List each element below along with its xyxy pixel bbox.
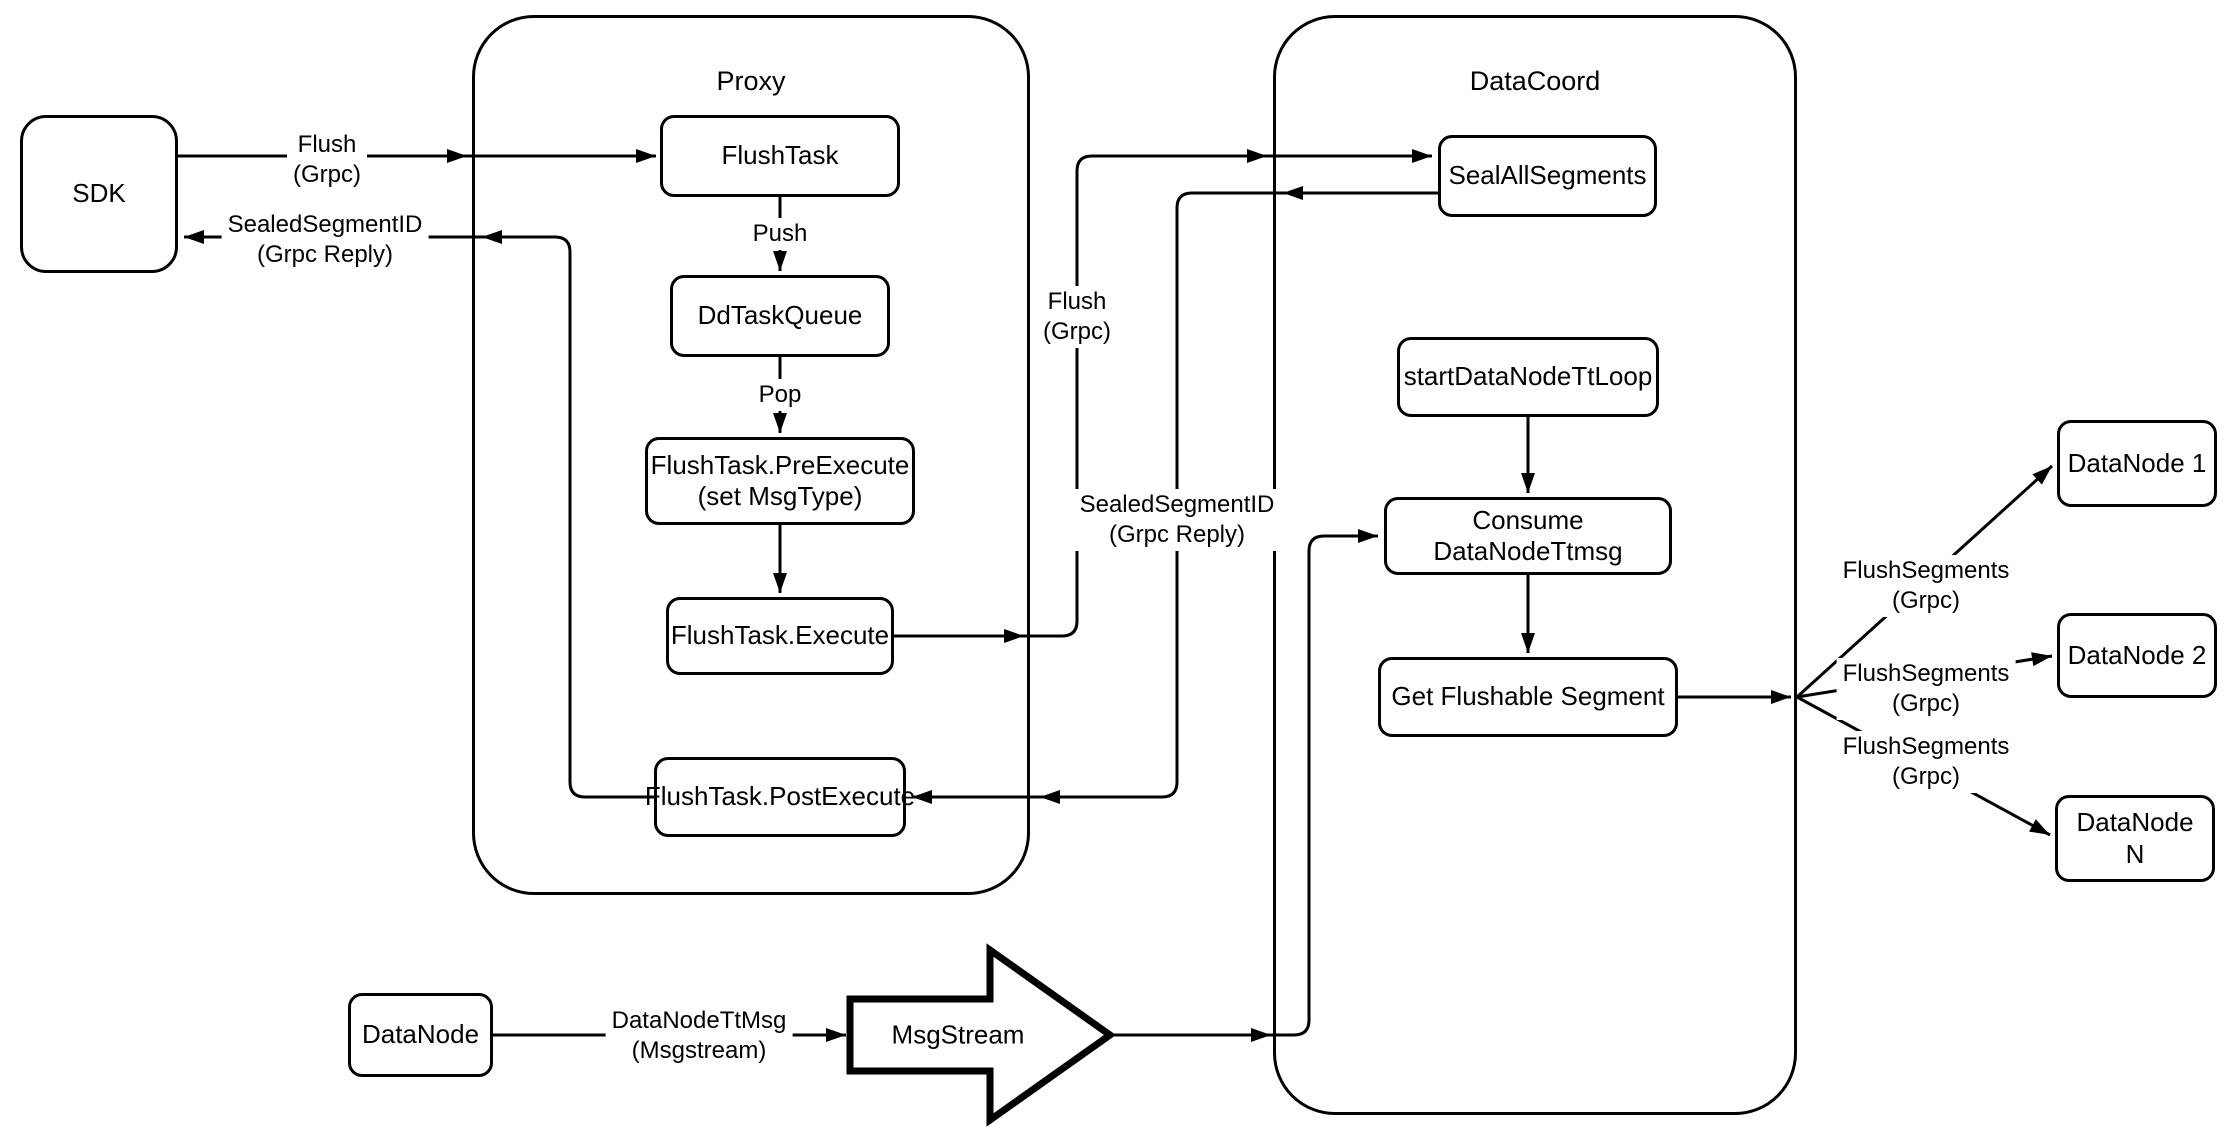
node-flushtask-postexecute: FlushTask.PostExecute	[645, 757, 915, 837]
node-sdk: SDK	[20, 115, 178, 273]
edge-label-push: Push	[746, 218, 814, 250]
node-ddtaskqueue: DdTaskQueue	[670, 275, 890, 357]
node-datanode: DataNode	[348, 993, 493, 1077]
node-consume-datanodettmsg: Consume DataNodeTtmsg	[1384, 497, 1672, 575]
node-datanode-1: DataNode 1	[2057, 420, 2217, 507]
edge-label-flushsegments-1: FlushSegments (Grpc)	[1836, 555, 2016, 617]
node-flushtask-execute: FlushTask.Execute	[666, 597, 894, 675]
node-datanode-2: DataNode 2	[2057, 613, 2217, 698]
edge-label-datanodettmsg: DataNodeTtMsg (Msgstream)	[605, 1005, 793, 1067]
edge-label-flushsegments-3: FlushSegments (Grpc)	[1836, 731, 2016, 793]
node-datanode-n: DataNode N	[2055, 795, 2215, 882]
edge-label-sealedsegmentid-coord: SealedSegmentID (Grpc Reply)	[1073, 489, 1281, 551]
edge-label-flush-grpc-coord: Flush (Grpc)	[1037, 286, 1117, 348]
node-flushtask: FlushTask	[660, 115, 900, 197]
edge-label-flush-grpc-sdk: Flush (Grpc)	[287, 129, 367, 191]
edge-label-flushsegments-2: FlushSegments (Grpc)	[1836, 658, 2016, 720]
edge-label-sealedsegmentid-sdk: SealedSegmentID (Grpc Reply)	[221, 209, 429, 271]
msgstream-label: MsgStream	[891, 1019, 1025, 1050]
node-sealallsegments: SealAllSegments	[1438, 135, 1657, 217]
node-get-flushable-segment: Get Flushable Segment	[1378, 657, 1678, 737]
edge-label-pop: Pop	[752, 379, 808, 411]
node-startdatanodettloop: startDataNodeTtLoop	[1397, 337, 1659, 417]
proxy-title: Proxy	[716, 66, 786, 96]
datacoord-title: DataCoord	[1469, 66, 1601, 96]
node-flushtask-preexecute: FlushTask.PreExecute (set MsgType)	[645, 437, 915, 525]
edge-flush-to-datacoord-edge	[1024, 149, 1267, 638]
